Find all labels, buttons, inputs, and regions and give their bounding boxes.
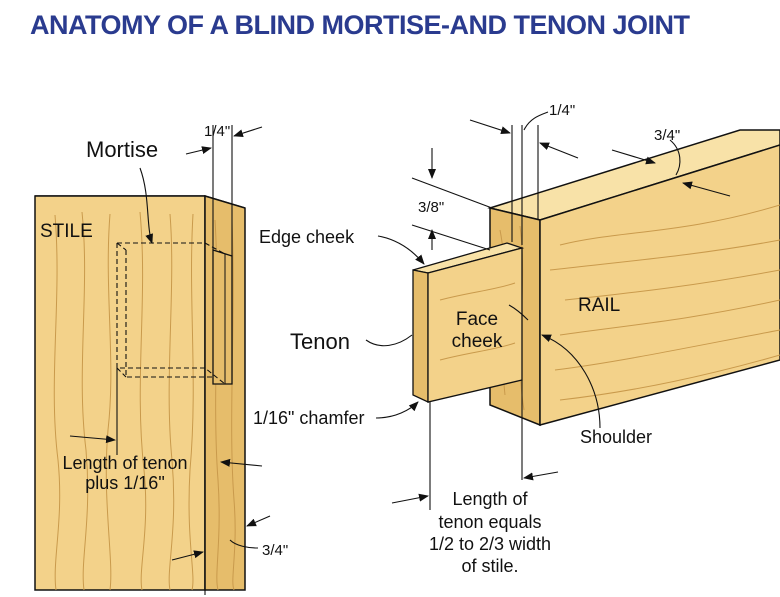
label-three-eighths: 3/8" (418, 199, 444, 216)
label-chamfer: 1/16" chamfer (253, 408, 364, 428)
label-length-equals-2: tenon equals (438, 512, 541, 532)
mortise-hidden-lines (116, 242, 226, 385)
rail-board (412, 129, 780, 427)
label-length-equals-4: of stile. (461, 556, 518, 576)
mortise-opening (212, 249, 233, 385)
label-tenon: Tenon (290, 329, 350, 354)
label-length-equals-3: 1/2 to 2/3 width (429, 534, 551, 554)
label-quarter-rail: 1/4" (549, 102, 575, 119)
label-length-tenon-2: plus 1/16" (85, 473, 164, 493)
label-length-tenon-1: Length of tenon (62, 453, 187, 473)
label-mortise: Mortise (86, 137, 158, 162)
dimension-lines (69, 111, 731, 595)
rail-front (539, 144, 780, 426)
label-three-quarter-rail: 3/4" (654, 127, 680, 144)
tenon-left (412, 269, 429, 404)
label-face-cheek-2: cheek (452, 331, 503, 352)
label-shoulder: Shoulder (580, 427, 652, 447)
label-rail: RAIL (578, 295, 620, 316)
label-length-equals-1: Length of (452, 489, 528, 509)
stile-grain (53, 211, 236, 591)
label-quarter-stile: 1/4" (204, 123, 230, 140)
label-three-quarter-stile: 3/4" (262, 542, 288, 559)
label-stile: STILE (40, 221, 93, 242)
page-title: ANATOMY OF A BLIND MORTISE-AND TENON JOI… (30, 10, 690, 40)
label-face-cheek-1: Face (456, 309, 498, 330)
stile-board (34, 194, 246, 591)
label-edge-cheek: Edge cheek (259, 227, 355, 247)
stile-front (34, 195, 206, 591)
